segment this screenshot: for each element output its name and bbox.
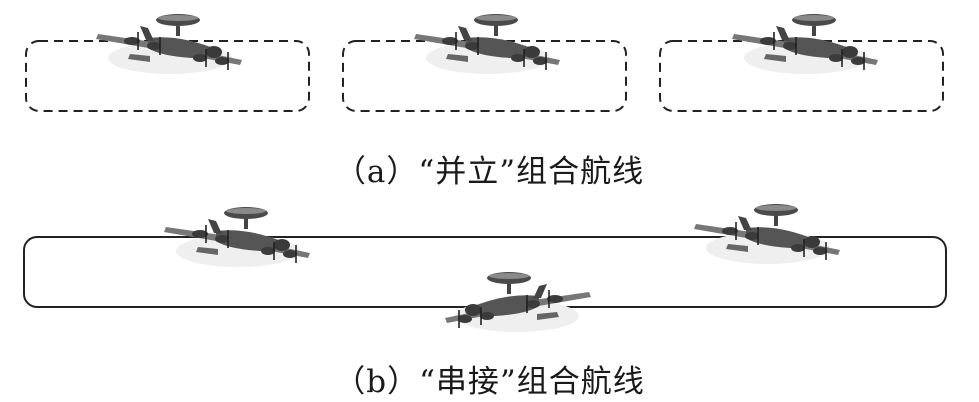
aew-aircraft-icon (95, 13, 243, 75)
aew-aircraft-icon (693, 203, 841, 265)
series-route (23, 203, 947, 333)
aew-aircraft-icon (444, 271, 592, 333)
aew-aircraft-icon (413, 13, 561, 75)
caption-parallel-routes: （a）“并立”组合航线 (334, 154, 645, 190)
parallel-routes (25, 13, 944, 112)
aew-aircraft-icon (731, 13, 879, 75)
caption-series-routes: （b）“串接”组合航线 (334, 364, 645, 400)
